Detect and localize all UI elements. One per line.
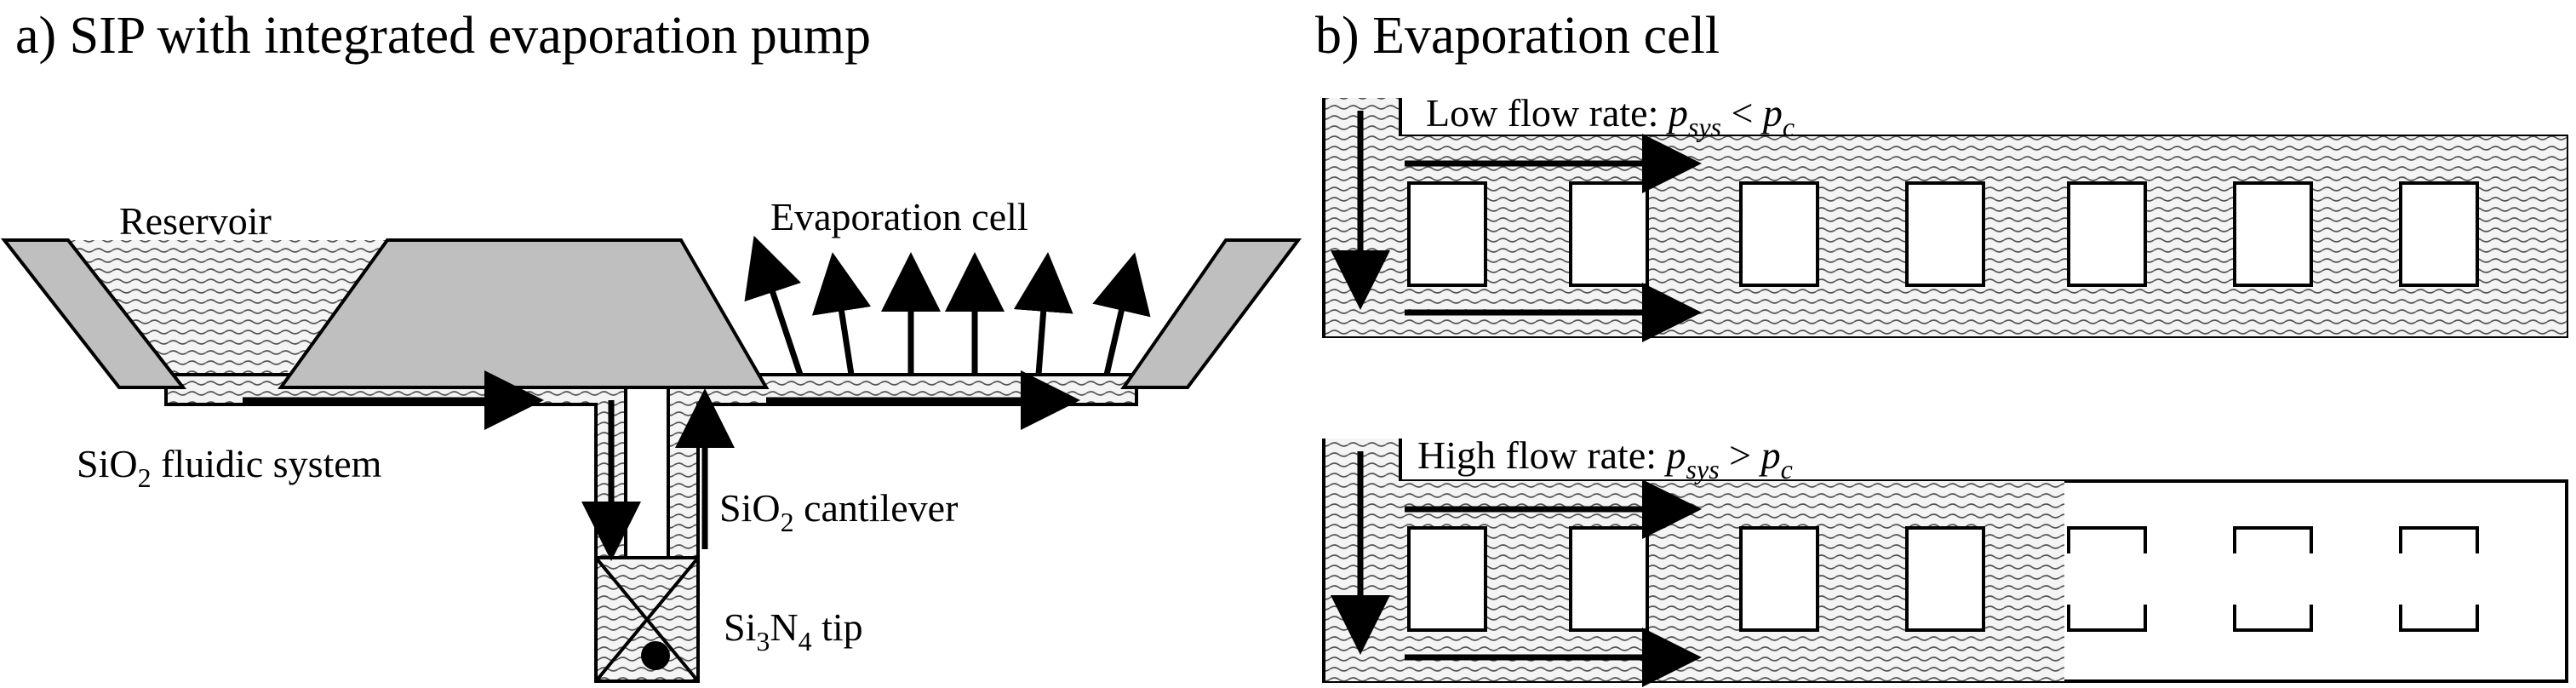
reservoir-label: Reservoir [119,199,272,243]
central-block [278,238,770,389]
cantilever-label: SiO2 cantilever [719,486,958,537]
high-flow-pillars [1407,526,1985,632]
low-flow-cell: Low flow rate: psys < pc [1322,91,2568,342]
tip-dot [641,641,670,670]
high-flow-cell: High flow rate: psys > pc [1322,433,2568,687]
cantilever-core [624,386,670,559]
panel-b: b) Evaporation cell Low flow rate: psys … [1315,7,2568,687]
fluidic-system-fluid [68,240,400,375]
evaporation-cell-label: Evaporation cell [770,195,1028,238]
low-flow-label: Low flow rate: psys < pc [1426,91,1795,142]
panel-a-title: a) SIP with integrated evaporation pump [15,7,871,65]
fluidic-system-label: SiO2 fluidic system [77,442,382,493]
low-flow-pillars [1407,181,2479,287]
panel-a: a) SIP with integrated evaporation pump [0,7,1302,683]
tip-label: Si3N4 tip [724,605,863,656]
tip-cross-2 [594,556,700,683]
evaporation-arrows [744,235,1151,376]
panel-b-title: b) Evaporation cell [1315,7,1720,65]
left-wall [0,238,187,389]
right-wall [1120,238,1302,389]
high-flow-dry-pillars [2067,526,2479,632]
high-flow-label: High flow rate: psys > pc [1417,433,1793,484]
